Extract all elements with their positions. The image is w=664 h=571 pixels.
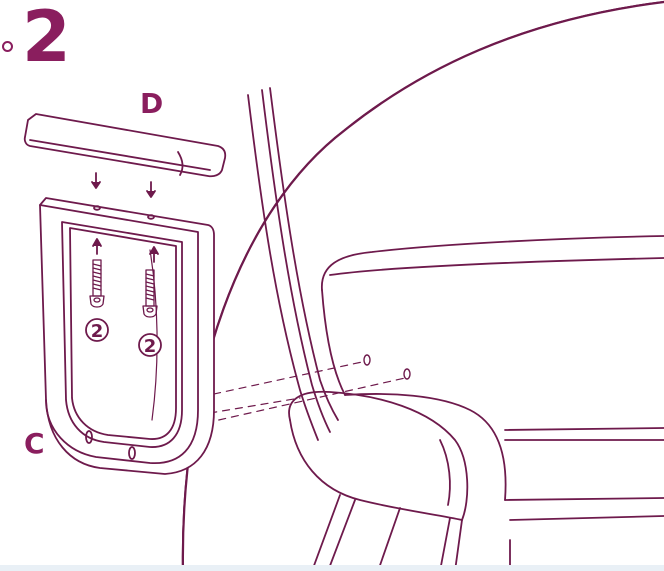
screw-hole-icon: [85, 430, 93, 444]
screw-hole-icon: [128, 446, 136, 460]
arrow-up-icon: [92, 238, 102, 255]
armrest-frame-c: [39, 197, 215, 475]
screw-quantity-left: 2: [91, 321, 104, 342]
screw-direction-arrows: [92, 238, 159, 263]
insert-arrows: [91, 172, 156, 198]
part-label-d: D: [140, 87, 164, 120]
arrow-up-icon: [149, 246, 159, 263]
step-number: 2: [22, 0, 71, 78]
screw-quantity-right: 2: [144, 336, 157, 357]
screw-hole-icon: [403, 368, 411, 380]
armrest-screw-holes: [363, 354, 411, 380]
armrest-pad-d: [23, 113, 227, 178]
arrow-down-icon: [146, 181, 156, 198]
screw-hole-icon: [363, 354, 371, 366]
arrow-down-icon: [91, 172, 101, 189]
part-label-c: C: [24, 427, 45, 460]
chair-arm-detail: [288, 235, 664, 571]
quantity-callouts: [85, 318, 162, 357]
screw-icon: [89, 259, 105, 308]
detail-magnifier: [181, 0, 664, 571]
screw-icon: [142, 269, 158, 318]
chair-back-frame: [247, 87, 339, 441]
step-marker-dot: [2, 41, 13, 52]
bottom-band: [0, 565, 664, 571]
